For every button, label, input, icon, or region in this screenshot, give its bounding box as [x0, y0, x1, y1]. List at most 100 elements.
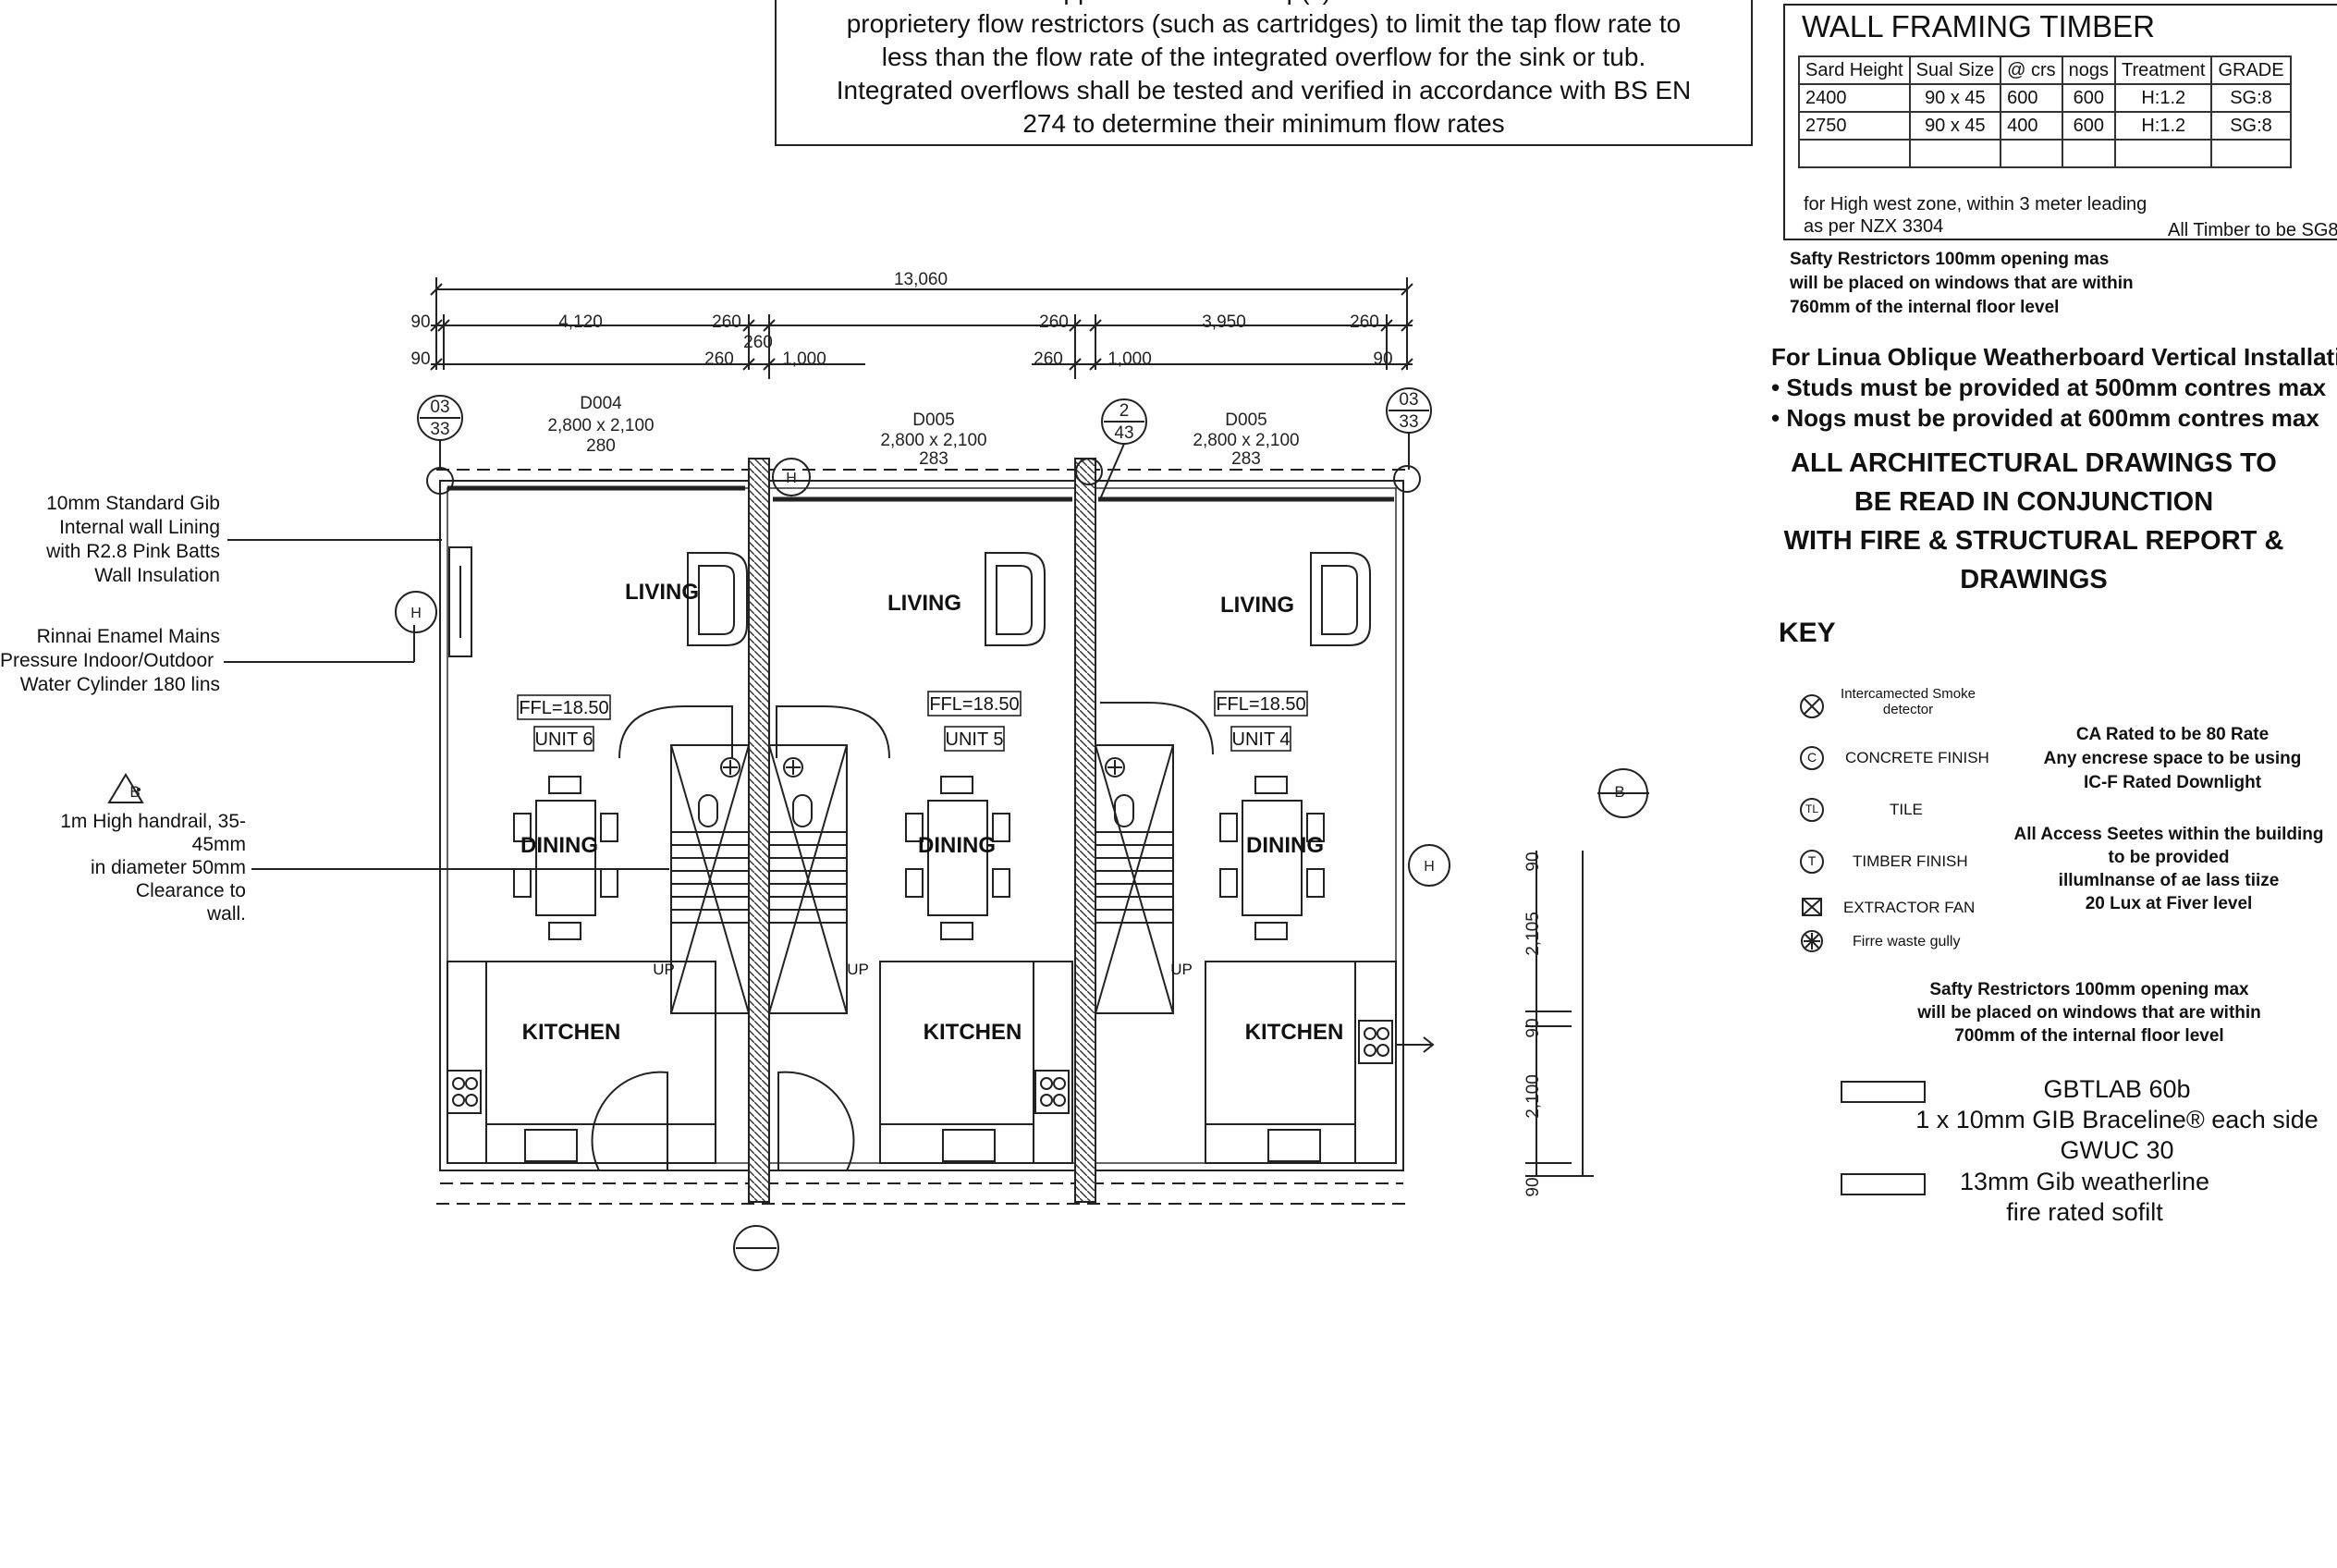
dim-260d: 260 [1350, 312, 1379, 332]
timber-note-right: All Timber to be SG8 [2168, 220, 2337, 240]
door-code-3: D005 [1225, 410, 1266, 430]
key-timber-label: TIMBER FINISH [1853, 852, 1968, 870]
water-note-line-1: or 3. The water supplies to the inlet ta… [777, 0, 1751, 7]
legend-weatherline-swatch [1841, 1173, 1926, 1195]
kitchen-unit-4-cabinets [1205, 961, 1397, 1164]
key-tile-symbol: TL [1805, 802, 1818, 815]
marker-3-top: 03 [1399, 390, 1418, 410]
room-kitchen-5: KITCHEN [924, 1020, 1022, 1045]
room-dining-6: DINING [520, 833, 598, 858]
rinnai-note-line-1: Rinnai Enamel Mains [36, 626, 220, 647]
section-b-right: B [1614, 783, 1624, 801]
timber-cell: 2750 [1798, 111, 1911, 141]
h-marker-2: H [786, 471, 797, 486]
timber-header: Sard Height [1798, 55, 1911, 85]
timber-cell: 90 x 45 [1908, 111, 2002, 141]
marker-2-top: 2 [1120, 401, 1130, 421]
stair-unit-5 [768, 705, 890, 1014]
access-note: All Access Seetes within the building to… [2001, 823, 2337, 915]
key-tile-label: TILE [1890, 801, 1923, 818]
arch-note-line-4: DRAWINGS [1960, 565, 2108, 594]
key-gully-label: Firre waste gully [1853, 934, 1961, 949]
door-size-2: 2,800 x 2,100 [880, 431, 986, 450]
cooktop-icon [452, 1027, 1389, 1107]
safety-top-line-2: will be placed on windows that are withi… [1790, 274, 2134, 293]
arch-note-line-3: WITH FIRE & STRUCTURAL REPORT & [1783, 526, 2284, 556]
timber-grid: Sard Height Sual Size @ crs nogs Treatme… [1798, 55, 2292, 168]
up-4: UP [1170, 961, 1193, 978]
timber-header: nogs [2061, 55, 2117, 85]
rinnai-note-line-3: Water Cylinder 180 lins [19, 674, 220, 695]
ffl-5: FFL=18.50 [929, 694, 1019, 715]
dim-v2100: 2,100 [1523, 1074, 1543, 1119]
gib-note-line-3: with R2.8 Pink Batts [46, 541, 220, 562]
fire-wall-2 [1074, 458, 1096, 1203]
timber-cell [2061, 139, 2117, 168]
key-extractor-label: EXTRACTOR FAN [1843, 899, 1976, 916]
timber-cell [2210, 139, 2292, 168]
timber-cell: 2400 [1798, 83, 1911, 113]
timber-cell: H:1.2 [2114, 111, 2213, 141]
linea-bullet-2: • Nogs must be provided at 600mm contres… [1771, 404, 2319, 432]
timber-note-2: as per NZX 3304 [1804, 216, 1944, 237]
timber-table-title: WALL FRAMING TIMBER [1802, 9, 2155, 43]
dim-v90b: 90 [1523, 1018, 1543, 1037]
water-supply-note: or 3. The water supplies to the inlet ta… [775, 0, 1753, 146]
up-6: UP [653, 961, 675, 978]
rinnai-note: Rinnai Enamel Mains Pressure Indoor/Outd… [0, 625, 220, 697]
stair-unit-6 [618, 705, 750, 1014]
ffl-4: FFL=18.50 [1216, 694, 1305, 715]
up-5: UP [847, 961, 869, 978]
linea-heading: For Linua Oblique Weatherboard Vertical … [1771, 343, 2337, 371]
room-dining-4: DINING [1246, 833, 1324, 858]
kitchen-unit-5-cabinets [879, 961, 1073, 1164]
fire-waste-gully-icon [720, 757, 1125, 778]
timber-header: Sual Size [1908, 55, 2002, 85]
water-note-line-5: 274 to determine their minimum flow rate… [1022, 109, 1505, 138]
door-head-1: 280 [586, 436, 616, 456]
h-marker-1: H [410, 606, 422, 621]
legend-gbtlab-line-1: GBTLAB 60b [2043, 1075, 2191, 1103]
handrail-note-line-2: 45mm [191, 834, 246, 855]
ffl-6: FFL=18.50 [519, 698, 608, 718]
access-note-line-1: All Access Seetes within the building [2013, 825, 2324, 844]
timber-cell: 400 [2000, 111, 2063, 141]
dim-4120: 4,120 [558, 312, 603, 332]
gib-note-line-2: Internal wall Lining [59, 517, 220, 538]
gib-note-line-4: Wall Insulation [94, 565, 220, 586]
stair-unit-4 [1095, 702, 1214, 1014]
marker-1-bot: 33 [430, 420, 449, 439]
dim-90c: 90 [1373, 349, 1392, 369]
dim-v90c: 90 [1523, 1177, 1543, 1196]
key-title: KEY [1779, 618, 1836, 648]
door-code-2: D005 [912, 410, 954, 430]
timber-cell: SG:8 [2210, 83, 2292, 113]
room-kitchen-4: KITCHEN [1245, 1020, 1344, 1045]
architectural-note: ALL ARCHITECTURAL DRAWINGS TO BE READ IN… [1756, 444, 2311, 599]
h-marker-icon [395, 458, 1450, 887]
handrail-note-line-4: Clearance to [135, 880, 246, 901]
timber-header: @ crs [2000, 55, 2063, 85]
h-marker-3: H [1424, 859, 1435, 875]
key-concrete-label: CONCRETE FINISH [1845, 749, 1989, 766]
linea-bullet-1: • Studs must be provided at 500mm contre… [1771, 374, 2327, 401]
leader-lines [224, 539, 669, 870]
gib-note-line-1: 10mm Standard Gib [46, 493, 220, 514]
door-code-1: D004 [580, 394, 622, 413]
handrail-note-line-5: wall. [206, 903, 246, 925]
dim-260c: 260 [1039, 312, 1069, 332]
unit-6-label: UNIT 6 [535, 729, 593, 750]
north-marker [733, 1225, 779, 1271]
dim-260a: 260 [712, 312, 741, 332]
marker-3-bot: 33 [1399, 412, 1418, 432]
timber-cell: SG:8 [2210, 111, 2292, 141]
unit-4-label: UNIT 4 [1232, 729, 1291, 750]
marker-2-bot: 43 [1114, 423, 1133, 443]
ca-note-line-3: IC-F Rated Downlight [2083, 773, 2262, 792]
key-icons [1800, 694, 1824, 952]
timber-cell: 600 [2061, 111, 2117, 141]
water-note-line-2: proprietery flow restrictors (such as ca… [846, 9, 1682, 38]
water-note-line-3: less than the flow rate of the integrate… [881, 43, 1646, 71]
dim-1000a: 1,000 [782, 349, 826, 369]
